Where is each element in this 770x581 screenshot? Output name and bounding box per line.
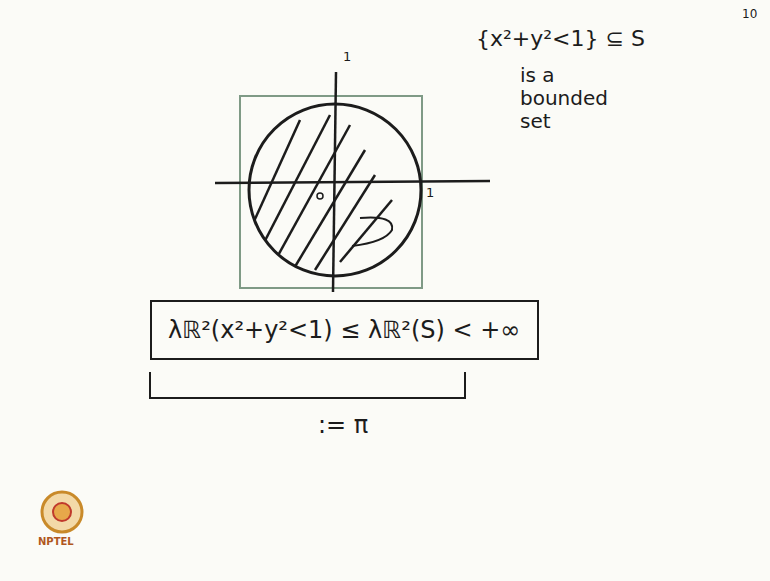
hatching [250,115,392,275]
hatch-curl [352,218,392,247]
set-formula: {x²+y²<1} ⊆ S [476,26,645,51]
note-text: is a bounded set [520,64,620,133]
page-number: 10 [742,8,757,22]
origin-dot [317,193,323,199]
logo-text: NPTEL [38,536,74,548]
box-bracket [150,372,465,398]
bounding-square [240,96,422,288]
formula-text: λℝ²(x²+y²<1) ≤ λℝ²(S) < +∞ [168,316,520,344]
definition-text: := π [318,412,368,440]
formula-box: λℝ²(x²+y²<1) ≤ λℝ²(S) < +∞ [150,300,539,360]
x-axis [215,181,490,183]
nptel-logo [42,492,82,532]
axis-tick: 1 [343,50,351,65]
axis-tick: 1 [426,186,434,201]
y-axis [333,72,336,292]
